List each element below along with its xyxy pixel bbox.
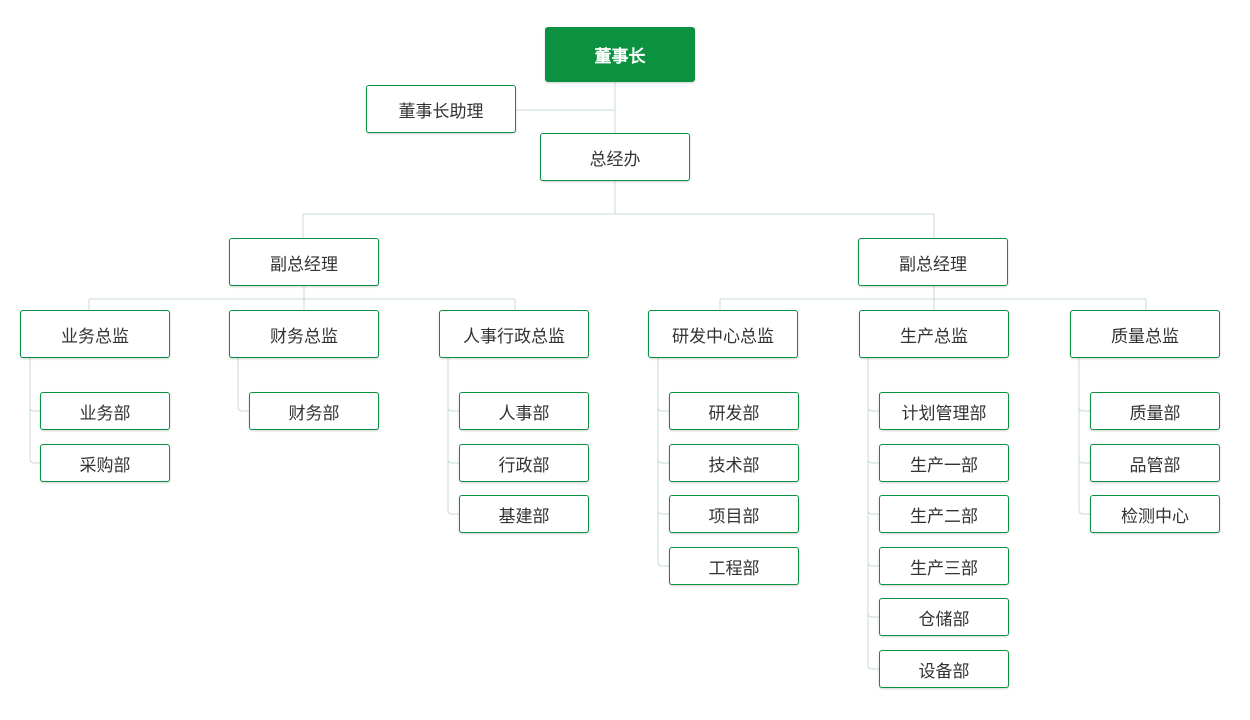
node-label: 项目部 — [708, 506, 760, 527]
node-director-quality[interactable]: 质量总监 — [1070, 310, 1220, 358]
node-dept-engineering[interactable]: 工程部 — [669, 547, 799, 585]
node-label: 研发部 — [708, 403, 760, 424]
connector-line-24 — [657, 406, 669, 412]
node-label: 基建部 — [498, 506, 550, 527]
node-dept-admin[interactable]: 行政部 — [459, 444, 589, 482]
node-dept-project[interactable]: 项目部 — [669, 495, 799, 533]
connector-line-26 — [657, 509, 669, 515]
connector-line-25 — [657, 458, 669, 464]
node-label: 人事行政总监 — [463, 326, 565, 347]
node-label: 设备部 — [918, 661, 970, 682]
node-dept-quality[interactable]: 质量部 — [1090, 392, 1220, 430]
connector-line-31 — [867, 509, 879, 515]
connector-line-27 — [657, 561, 669, 567]
node-dept-production-1[interactable]: 生产一部 — [879, 444, 1009, 482]
node-label: 业务部 — [79, 403, 131, 424]
node-label: 生产总监 — [900, 326, 968, 347]
node-dept-production-2[interactable]: 生产二部 — [879, 495, 1009, 533]
node-dept-hr[interactable]: 人事部 — [459, 392, 589, 430]
node-dept-infrastructure[interactable]: 基建部 — [459, 495, 589, 533]
node-director-hr-admin[interactable]: 人事行政总监 — [439, 310, 589, 358]
node-director-finance[interactable]: 财务总监 — [229, 310, 379, 358]
node-dept-rnd[interactable]: 研发部 — [669, 392, 799, 430]
node-chairman[interactable]: 董事长 — [545, 27, 695, 82]
node-label: 生产二部 — [910, 506, 978, 527]
node-label: 副总经理 — [899, 254, 967, 275]
node-dept-purchasing[interactable]: 采购部 — [40, 444, 170, 482]
node-label: 财务部 — [288, 403, 340, 424]
node-general-office[interactable]: 总经办 — [540, 133, 690, 181]
connector-line-33 — [867, 612, 879, 618]
node-label: 人事部 — [498, 403, 550, 424]
node-label: 技术部 — [708, 455, 760, 476]
connector-line-30 — [867, 458, 879, 464]
connector-line-36 — [1078, 406, 1090, 412]
node-label: 采购部 — [79, 455, 131, 476]
connector-line-29 — [867, 406, 879, 412]
node-dept-planning[interactable]: 计划管理部 — [879, 392, 1009, 430]
node-dept-warehouse[interactable]: 仓储部 — [879, 598, 1009, 636]
node-label: 质量部 — [1129, 403, 1181, 424]
connector-line-15 — [29, 406, 40, 412]
node-label: 生产三部 — [910, 558, 978, 579]
node-dept-inspection-center[interactable]: 检测中心 — [1090, 495, 1220, 533]
node-label: 总经办 — [589, 149, 641, 170]
node-label: 品管部 — [1129, 455, 1181, 476]
connector-line-20 — [447, 406, 459, 412]
node-label: 行政部 — [498, 455, 550, 476]
connector-line-16 — [29, 458, 40, 464]
node-label: 董事长助理 — [398, 101, 484, 122]
node-dept-finance[interactable]: 财务部 — [249, 392, 379, 430]
node-director-production[interactable]: 生产总监 — [859, 310, 1009, 358]
connector-line-38 — [1078, 509, 1090, 515]
node-label: 检测中心 — [1121, 506, 1189, 527]
node-label: 财务总监 — [270, 326, 338, 347]
node-label: 生产一部 — [910, 455, 978, 476]
node-vice-manager-2[interactable]: 副总经理 — [858, 238, 1008, 286]
node-label: 董事长 — [594, 47, 646, 67]
node-dept-production-3[interactable]: 生产三部 — [879, 547, 1009, 585]
node-dept-technology[interactable]: 技术部 — [669, 444, 799, 482]
connector-line-37 — [1078, 458, 1090, 464]
node-label: 工程部 — [708, 558, 760, 579]
connector-line-22 — [447, 509, 459, 515]
node-chairman-assistant[interactable]: 董事长助理 — [366, 85, 516, 133]
node-label: 质量总监 — [1111, 326, 1179, 347]
node-vice-manager-1[interactable]: 副总经理 — [229, 238, 379, 286]
node-label: 业务总监 — [61, 326, 129, 347]
node-director-rnd[interactable]: 研发中心总监 — [648, 310, 798, 358]
node-label: 研发中心总监 — [672, 326, 774, 347]
node-dept-business[interactable]: 业务部 — [40, 392, 170, 430]
connector-line-18 — [237, 406, 249, 412]
node-label: 计划管理部 — [901, 403, 987, 424]
node-director-business[interactable]: 业务总监 — [20, 310, 170, 358]
node-dept-equipment[interactable]: 设备部 — [879, 650, 1009, 688]
connector-line-21 — [447, 458, 459, 464]
connector-line-32 — [867, 561, 879, 567]
connector-line-34 — [867, 664, 879, 670]
node-dept-qc[interactable]: 品管部 — [1090, 444, 1220, 482]
node-label: 仓储部 — [918, 609, 970, 630]
node-label: 副总经理 — [270, 254, 338, 275]
